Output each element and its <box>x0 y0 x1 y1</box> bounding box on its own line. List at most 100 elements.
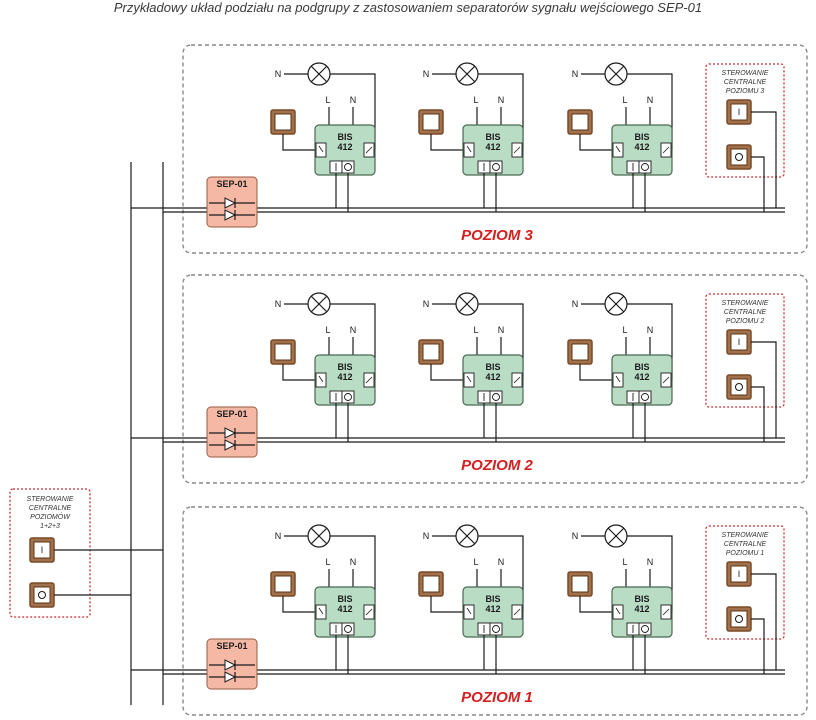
input-terminal <box>612 142 624 158</box>
separator-label: SEP-01 <box>216 179 247 189</box>
neutral-label-module: N <box>350 95 357 105</box>
module-label-bis: BIS <box>337 362 352 372</box>
wire <box>751 618 765 674</box>
wire <box>330 535 376 612</box>
wire <box>608 296 624 312</box>
wall-switch-icon <box>418 339 444 365</box>
sep-01-separator: SEP-01 <box>206 176 258 228</box>
wire <box>662 608 670 616</box>
wire <box>318 375 324 383</box>
diode-icon <box>209 659 255 671</box>
button-glyph-off <box>735 383 743 391</box>
input-terminal <box>463 372 475 388</box>
switch-rocker <box>571 113 589 131</box>
module-label-bis: BIS <box>337 594 352 604</box>
control-box-label: CENTRALNE <box>724 79 767 86</box>
module-label-412: 412 <box>337 604 352 614</box>
level-panel <box>182 274 808 484</box>
bus-terminal-ring <box>641 163 649 171</box>
button-face <box>33 586 51 604</box>
module-label-412: 412 <box>634 142 649 152</box>
wire <box>478 535 524 612</box>
wall-switch-icon <box>418 109 444 135</box>
switch-rocker <box>422 113 440 131</box>
switch-rocker <box>422 343 440 361</box>
button-face <box>730 148 748 166</box>
switch-rocker <box>274 113 292 131</box>
diode-icon <box>209 197 255 209</box>
level-panel <box>182 506 808 716</box>
live-label: L <box>622 325 627 335</box>
diode-icon <box>209 427 255 439</box>
neutral-label-module: N <box>350 325 357 335</box>
bus-terminal-off <box>341 160 355 174</box>
control-box-label: STEROWANIE <box>722 300 769 307</box>
input-terminal <box>463 142 475 158</box>
module-label-bis: BIS <box>337 132 352 142</box>
wire <box>311 296 327 312</box>
control-box-label: POZIOMU 2 <box>726 318 765 325</box>
push-button-icon <box>726 144 752 170</box>
module-label-bis: BIS <box>634 362 649 372</box>
wire <box>608 528 624 544</box>
bus-terminal-off <box>341 622 355 636</box>
bus-terminal-off <box>638 622 652 636</box>
wire <box>311 66 327 82</box>
push-button-icon: I <box>726 99 752 125</box>
live-label: L <box>473 325 478 335</box>
wall-switch-icon <box>270 109 296 135</box>
lamp-icon <box>307 62 331 86</box>
diode-icon <box>209 209 255 221</box>
switch-rocker <box>422 575 440 593</box>
live-label: L <box>473 95 478 105</box>
module-label-412: 412 <box>634 372 649 382</box>
wall-switch-icon <box>567 571 593 597</box>
diode-icon <box>209 439 255 451</box>
bus-terminal-ring <box>492 163 500 171</box>
live-label: L <box>325 557 330 567</box>
lamp-icon <box>307 524 331 548</box>
wire <box>311 528 327 544</box>
wire <box>662 146 670 154</box>
wire <box>513 376 521 384</box>
neutral-label-module: N <box>498 557 505 567</box>
switch-rocker <box>571 575 589 593</box>
control-box-border <box>705 63 785 178</box>
neutral-label: N <box>275 299 282 309</box>
diode-triangle <box>224 209 237 221</box>
input-terminal <box>463 604 475 620</box>
module-label-412: 412 <box>337 372 352 382</box>
button-glyph-on: I <box>738 107 741 117</box>
live-label: L <box>325 325 330 335</box>
lamp-icon <box>604 62 628 86</box>
bus-terminal-ring <box>344 393 352 401</box>
button-face <box>730 333 748 351</box>
separator-label: SEP-01 <box>216 641 247 651</box>
diode-triangle <box>224 427 237 439</box>
switch-rocker <box>274 575 292 593</box>
control-box-label: POZIOMU 1 <box>726 550 765 557</box>
neutral-label: N <box>275 531 282 541</box>
module-label-bis: BIS <box>634 132 649 142</box>
wall-switch-icon <box>418 571 444 597</box>
lamp-icon <box>307 292 331 316</box>
bus-terminal-off <box>489 160 503 174</box>
wire <box>430 596 464 613</box>
bus-terminal-off <box>638 160 652 174</box>
wire <box>627 73 673 150</box>
control-box-border <box>9 488 91 618</box>
wire <box>466 607 472 615</box>
bus-terminal-ring <box>492 625 500 633</box>
